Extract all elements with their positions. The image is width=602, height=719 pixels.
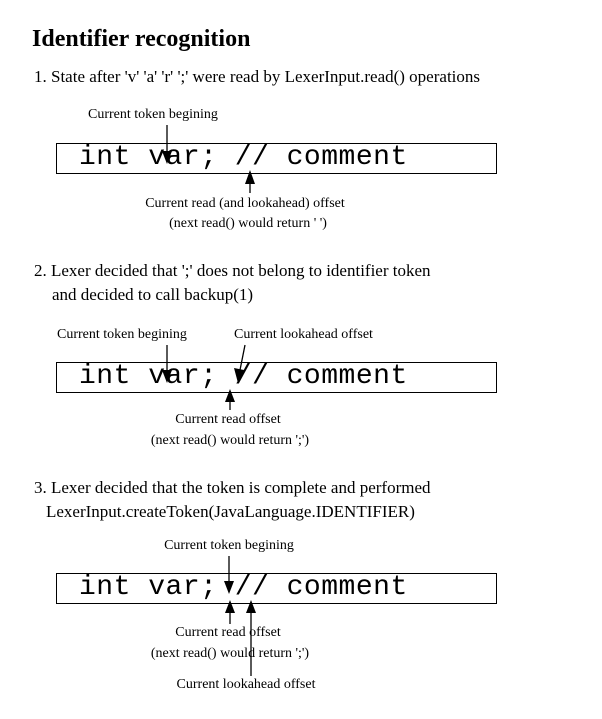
step-1-code-box: int var; // comment: [56, 143, 497, 174]
step-1-read-lookahead-label: Current read (and lookahead) offset: [145, 196, 345, 211]
step-2-token-begin-arrow: [162, 345, 172, 383]
step-2-next-read-label: (next read() would return ';'): [150, 433, 310, 448]
step-3-token-begin-arrow: [224, 556, 234, 594]
step-3-lookahead-label: Current lookahead offset: [176, 677, 316, 692]
step-2-read-arrow: [225, 389, 235, 410]
step-3-token-begin-label: Current token begining: [164, 538, 294, 553]
step-1-next-read-label: (next read() would return ' '): [169, 216, 327, 231]
step-2-lookahead-arrow: [234, 344, 246, 383]
step-2-token-begin-label: Current token begining: [57, 327, 187, 342]
step-3-code-box: int var; // comment: [56, 573, 497, 604]
step-1-token-begin-arrow: [162, 125, 172, 164]
step-2-text-line-2: and decided to call backup(1): [52, 285, 254, 304]
step-1-read-lookahead-arrow: [245, 170, 255, 193]
step-2-code-box: int var; // comment: [56, 362, 497, 393]
step-1-token-begin-label: Current token begining: [88, 107, 218, 122]
step-3-read-label: Current read offset: [175, 625, 281, 640]
page-title: Identifier recognition: [32, 26, 251, 52]
step-2-read-label: Current read offset: [175, 412, 281, 427]
step-1-text: 1. State after 'v' 'a' 'r' ';' were read…: [34, 67, 481, 86]
step-3-lookahead-arrow: [246, 600, 256, 676]
step-2-lookahead-label: Current lookahead offset: [234, 327, 373, 342]
step-3-next-read-label: (next read() would return ';'): [150, 646, 310, 661]
step-3-text-line-1: 3. Lexer decided that the token is compl…: [34, 478, 431, 497]
step-3-read-arrow: [225, 600, 235, 624]
step-2-text-line-1: 2. Lexer decided that ';' does not belon…: [34, 261, 431, 280]
step-3-text-line-2: LexerInput.createToken(JavaLanguage.IDEN…: [46, 502, 415, 521]
